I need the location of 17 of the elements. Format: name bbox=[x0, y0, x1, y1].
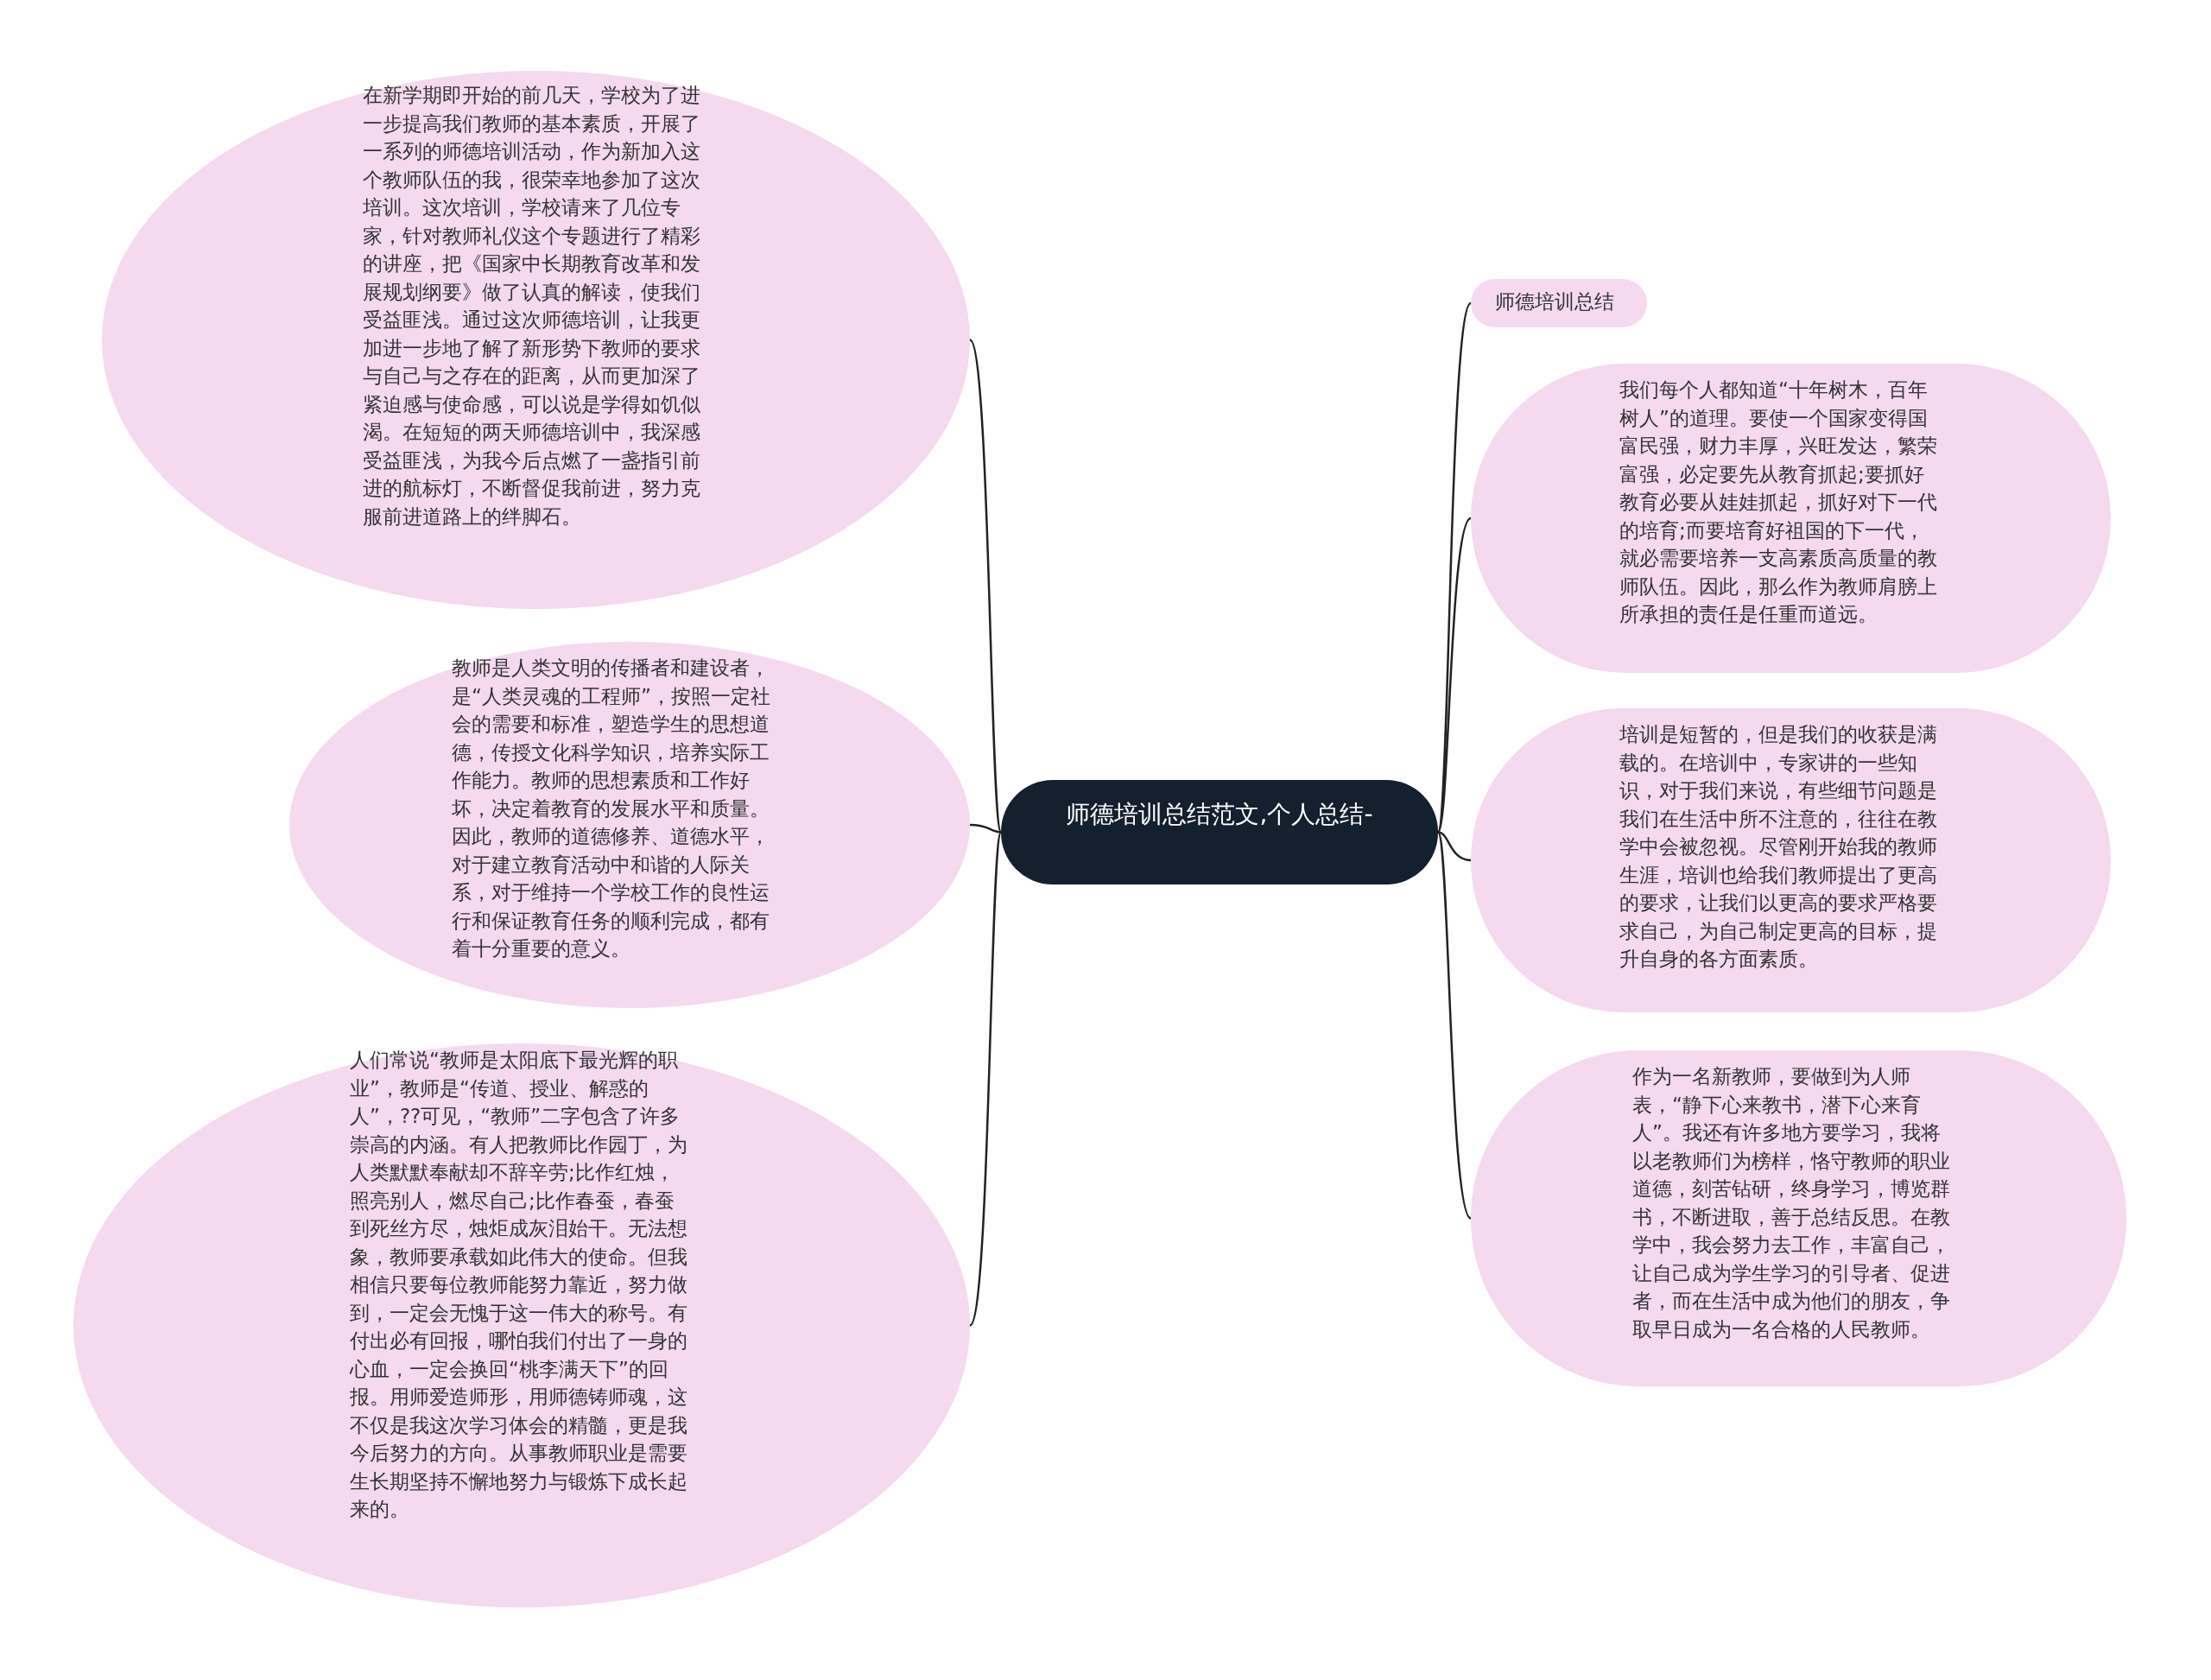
connector-line bbox=[1436, 517, 1472, 833]
topic-text: 我们每个人都知道“十年树木，百年树人”的道理。要使一个国家变得国富民强，财力丰厚，兴旺发达，繁荣富强，必定要先从教育抓起;要抓好教育必要从娃娃抓起，抓好对下一代的培育;而要培育好祖国的下一代，就必需要培养一支高素质高质量的教师队伍。因此，那么作为教师肩膀上所承担的责任是任重而道远。 bbox=[1619, 377, 1938, 627]
topic-text: 师德培训总结 bbox=[1495, 289, 1615, 314]
topic-text: 在新学期即开始的前几天，学校为了进一步提高我们教师的基本素质，开展了一系列的师德培训活动，作为新加入这个教师队伍的我，很荣幸地参加了这次培训。这次培训，学校请来了几位专家，针对教师礼仪这个专题进行了精彩的讲座，把《国家中长期教育改革和发展规划纲要》做了认真的解读，使我们受益匪浅。通过这次师德培训，让我更加进一步地了解了新形势下教师的要求与自己与之存在的距离，从而更加深了紧迫感与使命感，可以说是学得如饥似渴。在短短的两天师德培训中，我深感受益匪浅，为我今后点燃了一盏指引前进的航标灯，不断督促我前进，努力克服前进道路上的绊脚石。 bbox=[363, 83, 701, 529]
topic-text: 人们常说“教师是太阳底下最光辉的职业”，教师是“传道、授业、解惑的人”，??可见，“教师”二字包含了许多崇高的内涵。有人把教师比作园丁，为人类默默奉献却不辞辛劳;比作红烛，照亮别人，燃尽自己;比作春蚕，春蚕到死丝方尽，烛炬成灰泪始干。无法想象，教师要承载如此伟大的使命。但我相信只要每位教师能努力靠近，努力做到，一定会无愧于这一伟大的称号。有付出必有回报，哪怕我们付出了一身的心血，一定会换回“桃李满天下”的回报。用师爱造师形，用师德铸师魂，这不仅是我这次学习体会的精髓，更是我今后努力的方向。从事教师职业是需要生长期坚持不懈地努力与锻炼下成长起来的。 bbox=[350, 1048, 688, 1522]
connector-line bbox=[968, 832, 1003, 1327]
topic-text: 教师是人类文明的传播者和建设者，是“人类灵魂的工程师”，按照一定社会的需要和标准，塑造学生的思想道德，传授文化科学知识，培养实际工作能力。教师的思想素质和工作好坏，决定着教育的发展水平和质量。因此，教师的道德修养、道德水平，对于建立教育活动中和谐的人际关系，对于维持一个学校工作的良性运行和保证教育任务的顺利完成，都有着十分重要的意义。 bbox=[452, 656, 771, 961]
connector-line bbox=[1436, 832, 1473, 1220]
central-topic-text: 师德培训总结范文,个人总结- bbox=[1065, 799, 1374, 830]
topic-text: 作为一名新教师，要做到为人师表，“静下心来教书，潜下心来育人”。我还有许多地方要学习，我将以老教师们为榜样，恪守教师的职业道德，刻苦钻研，终身学习，博览群书，不断进取，善于总结反思。在教学中，我会努力去工作，丰富自己，让自己成为学生学习的引导者、促进者，而在生活中成为他们的朋友，争取早日成为一名合格的人民教师。 bbox=[1632, 1064, 1951, 1342]
connector-line bbox=[969, 823, 1002, 834]
topic-bubble bbox=[1471, 279, 1647, 327]
topic-text: 培训是短暂的，但是我们的收获是满载的。在培训中，专家讲的一些知识，对于我们来说，有些细节问题是我们在生活中所不注意的，往往在教学中会被忽视。尽管刚开始我的教师生涯，培训也给我们教师提出了更高的要求，让我们以更高的要求严格要求自己，为自己制定更高的目标，提升自身的各方面素质。 bbox=[1619, 722, 1938, 972]
central-topic-box bbox=[1001, 780, 1438, 884]
connector-line bbox=[1436, 302, 1473, 833]
connector-line bbox=[968, 339, 1003, 833]
connector-line bbox=[1437, 831, 1472, 862]
